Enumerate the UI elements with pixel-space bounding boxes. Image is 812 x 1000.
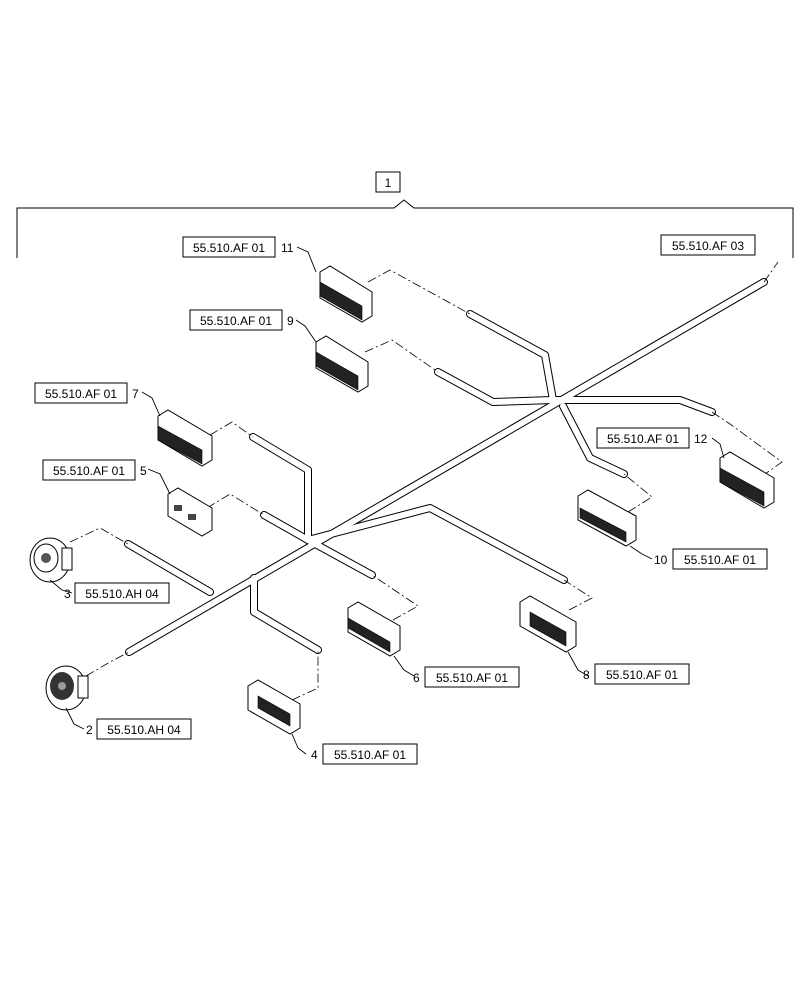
- callout-3-number: 3: [64, 587, 71, 601]
- callout-9: 55.510.AF 01 9: [189, 309, 294, 331]
- callout-6: 6 55.510.AF 01: [413, 666, 520, 688]
- connector-11: [319, 265, 373, 323]
- callout-10-number: 10: [654, 553, 668, 567]
- leader-lines: [49, 246, 725, 755]
- connector-7: [157, 409, 213, 467]
- assembly-bracket: 1: [16, 171, 794, 258]
- connector-8: [519, 595, 577, 653]
- callout-4: 4 55.510.AF 01: [311, 743, 418, 765]
- connector-9: [315, 335, 369, 393]
- callout-2-ref: 55.510.AH 04: [107, 723, 181, 737]
- callout-11-ref: 55.510.AF 01: [193, 241, 265, 255]
- connection-lines: [69, 261, 783, 701]
- assembly-number-box: [375, 171, 401, 193]
- connector-10: [577, 489, 637, 547]
- callout-12: 55.510.AF 01 12: [596, 427, 708, 449]
- callout-4-ref: 55.510.AF 01: [334, 748, 406, 762]
- harness-wires: [124, 278, 768, 656]
- assembly-number: 1: [385, 176, 392, 190]
- callout-5-ref: 55.510.AF 01: [53, 464, 125, 478]
- harness-end-ref: 55.510.AF 03: [672, 239, 744, 253]
- callout-3-ref: 55.510.AH 04: [85, 587, 159, 601]
- connector-4: [247, 679, 301, 735]
- callout-10-ref: 55.510.AF 01: [684, 553, 756, 567]
- connector-6: [347, 601, 401, 657]
- connector-3: [29, 537, 73, 583]
- callout-7-number: 7: [132, 387, 139, 401]
- callout-5-number: 5: [140, 464, 147, 478]
- callout-4-number: 4: [311, 748, 318, 762]
- connector-5: [167, 487, 213, 537]
- callout-8-ref: 55.510.AF 01: [606, 668, 678, 682]
- callout-11: 55.510.AF 01 11: [182, 236, 294, 258]
- callout-7-ref: 55.510.AF 01: [45, 387, 117, 401]
- callout-6-ref: 55.510.AF 01: [436, 671, 508, 685]
- callout-12-number: 12: [694, 432, 708, 446]
- callout-10: 10 55.510.AF 01: [654, 548, 768, 570]
- connector-12: [719, 451, 775, 509]
- callout-2-number: 2: [86, 723, 93, 737]
- callout-6-number: 6: [413, 671, 420, 685]
- callout-8-number: 8: [583, 668, 590, 682]
- connector-2: [45, 665, 89, 711]
- callout-9-ref: 55.510.AF 01: [200, 314, 272, 328]
- callout-12-ref: 55.510.AF 01: [607, 432, 679, 446]
- callout-2: 2 55.510.AH 04: [86, 718, 192, 740]
- callout-9-number: 9: [287, 314, 294, 328]
- callout-harness-end: 55.510.AF 03: [660, 234, 756, 256]
- callout-8: 8 55.510.AF 01: [583, 663, 690, 685]
- callout-11-number: 11: [281, 241, 294, 255]
- callout-3: 3 55.510.AH 04: [64, 582, 170, 604]
- callout-5: 55.510.AF 01 5: [42, 459, 147, 481]
- callout-7: 55.510.AF 01 7: [34, 382, 139, 404]
